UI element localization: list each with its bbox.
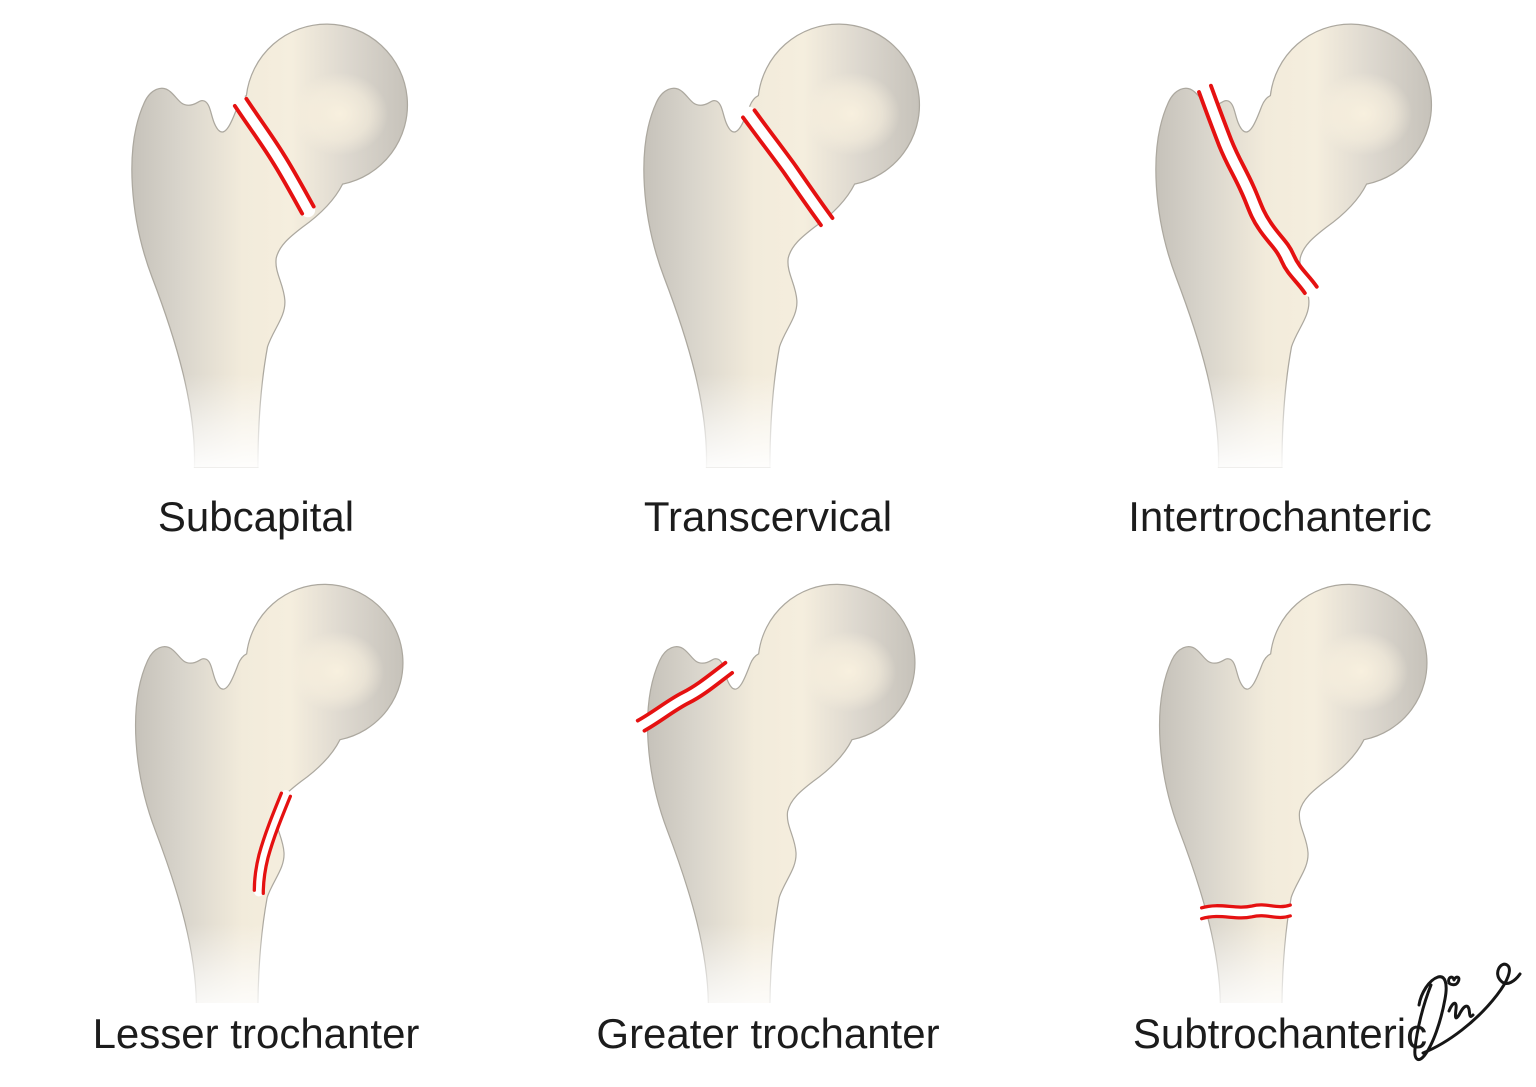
fracture-line-lesser-trochanter [252,790,292,897]
femur-illustration [54,23,458,468]
panel-intertrochanteric: Intertrochanteric [1024,0,1536,553]
fracture-line-greater-trochanter [634,660,735,733]
fracture-type-label: Intertrochanteric [1128,493,1432,540]
panel-subcapital: Subcapital [0,0,512,553]
fracture-line-transcervical [741,106,835,229]
femur-illustration [1078,23,1482,468]
artist-signature-icon [1413,962,1522,1061]
panel-transcervical: Transcervical [512,0,1024,553]
fracture-type-label: Transcervical [643,493,893,540]
panel-subtrochanteric: Subtrochanteric [1024,553,1536,1087]
panel-greater-trochanter: Greater trochanter [512,553,1024,1087]
femur-illustration [566,23,970,468]
femur-illustration [572,583,964,1003]
femur-illustration [1084,583,1476,1003]
fracture-line-subtrochanteric [1196,903,1296,921]
fracture-type-label: Lesser trochanter [92,1010,420,1057]
fracture-type-label: Greater trochanter [596,1010,940,1057]
fracture-type-label: Subtrochanteric [1132,1010,1428,1057]
femur-illustration [60,583,452,1003]
fracture-line-subcapital [232,95,316,218]
femur-illustration-wrap [1084,553,1476,1003]
femur-illustration-wrap [60,553,452,1003]
femur-illustration-wrap [566,0,970,472]
femur-illustration-wrap [1078,0,1482,472]
fracture-line-intertrochanteric [1197,81,1319,298]
femur-illustration-wrap [54,0,458,472]
panel-lesser-trochanter: Lesser trochanter [0,553,512,1087]
fracture-type-label: Subcapital [157,493,355,540]
femur-illustration-wrap [572,553,964,1003]
